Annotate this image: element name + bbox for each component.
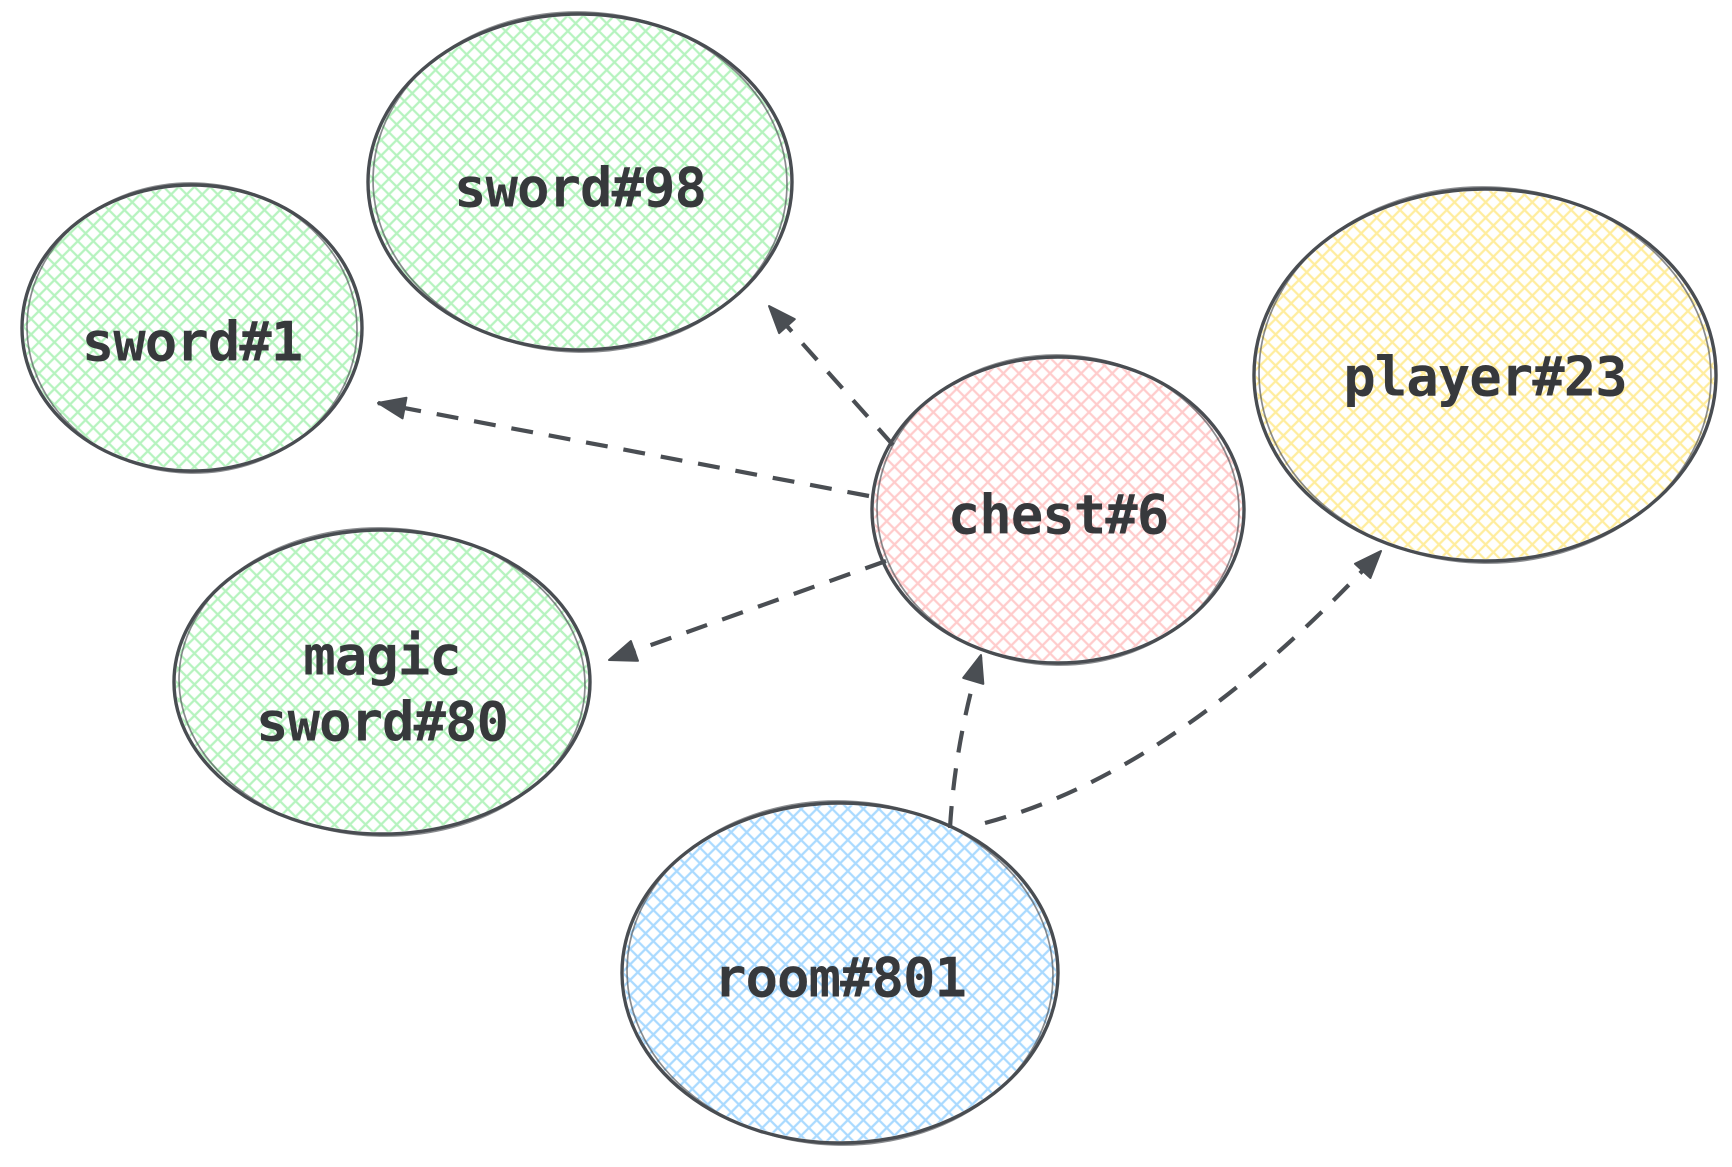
arrowhead-room801-to-chest6: [962, 654, 985, 685]
node-label-player23-line0: player#23: [1343, 346, 1627, 409]
node-outline-sword98: [366, 12, 794, 352]
node-label-room801-line0: room#801: [714, 947, 966, 1010]
edge-room801-to-player23: [984, 549, 1383, 826]
node-fill-magicsword80: [176, 532, 588, 832]
node-outline-room801: [620, 801, 1060, 1145]
node-fill-room801: [624, 805, 1056, 1141]
node-outline-sketch-sword98: [372, 11, 788, 353]
node-outline-chest6: [870, 355, 1246, 665]
node-outline-player23: [1252, 187, 1718, 563]
edge-chest6-to-sword1: [377, 400, 870, 499]
arrowhead-chest6-to-sword98: [768, 305, 796, 335]
node-label-sword1-line0: sword#1: [82, 311, 303, 374]
arrowhead-room801-to-player23: [1353, 550, 1382, 579]
node-chest6: chest#6: [870, 354, 1246, 666]
node-outline-sketch-sword1: [26, 182, 358, 474]
node-fill-sword1: [24, 187, 360, 469]
node-fill-player23: [1256, 191, 1714, 559]
node-outline-sketch-magicsword80: [178, 527, 586, 837]
node-sword98: sword#98: [366, 11, 794, 353]
node-outline-sketch-room801: [626, 800, 1054, 1146]
node-label-sword98-line0: sword#98: [454, 157, 706, 220]
node-label-magicsword80-line0: magic: [303, 625, 461, 688]
arrowhead-chest6-to-sword1: [377, 396, 408, 420]
node-outline-sketch-chest6: [876, 354, 1240, 666]
node-outline-magicsword80: [172, 528, 592, 836]
node-fill-chest6: [874, 359, 1242, 661]
node-sword1: sword#1: [20, 182, 364, 474]
node-label-magicsword80-line1: sword#80: [256, 691, 508, 754]
edge-chest6-to-magicsword80: [608, 559, 887, 662]
edge-chest6-to-sword98: [767, 304, 895, 447]
node-fill-sword98: [370, 16, 790, 348]
node-outline-sketch-player23: [1258, 186, 1712, 564]
arrowhead-chest6-to-magicsword80: [608, 640, 639, 662]
node-room801: room#801: [620, 800, 1060, 1146]
node-label-chest6-line0: chest#6: [948, 484, 1169, 547]
node-outline-sword1: [20, 183, 364, 473]
node-player23: player#23: [1252, 186, 1718, 564]
